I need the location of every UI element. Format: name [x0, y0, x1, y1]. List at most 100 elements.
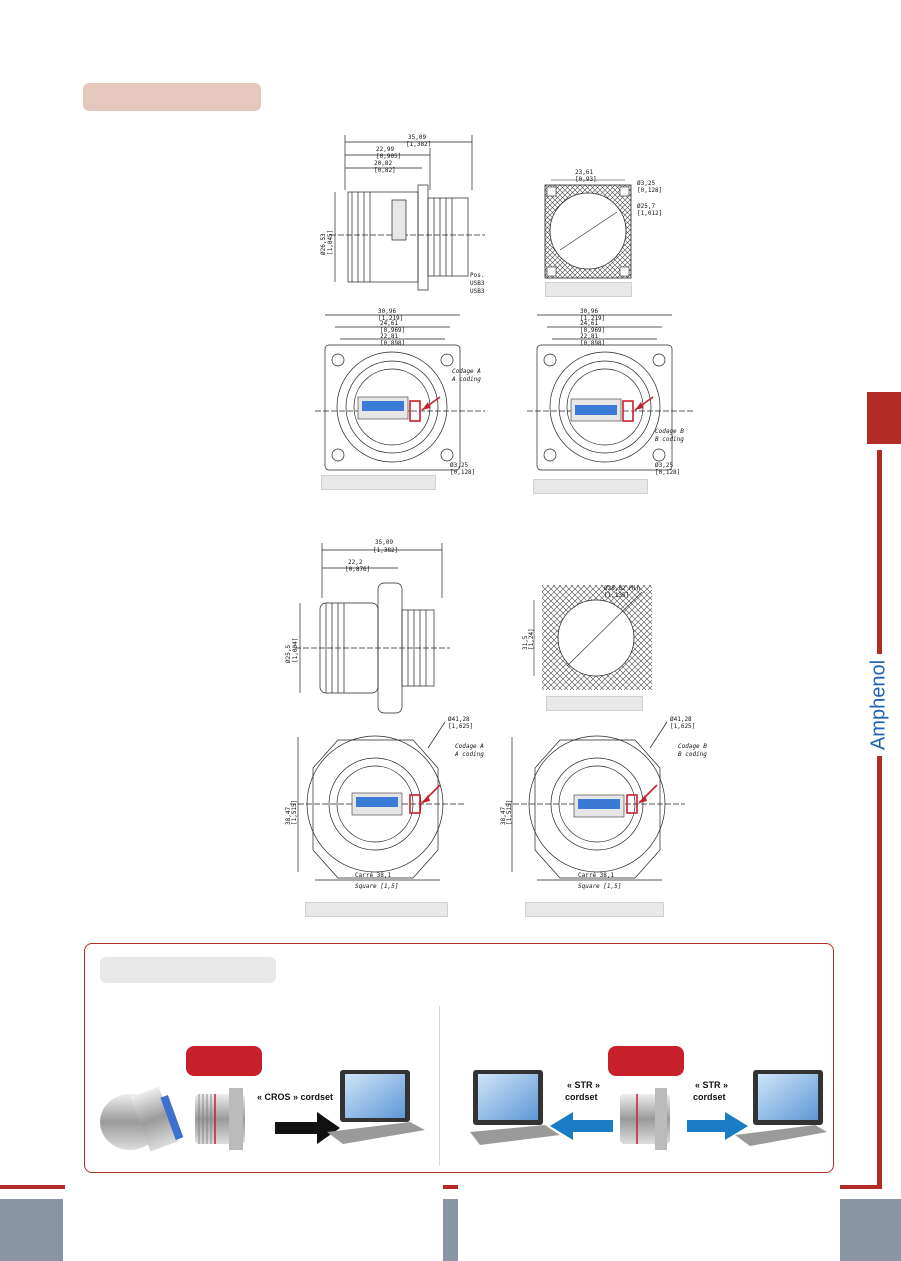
svg-text:[1,24]: [1,24] — [528, 628, 535, 650]
svg-text:[0,898]: [0,898] — [380, 340, 405, 347]
side-tab — [867, 392, 901, 444]
footer-line — [0, 1185, 65, 1189]
svg-text:[1,045]: [1,045] — [327, 230, 334, 255]
usage-divider — [439, 1006, 440, 1166]
laptop-icon — [470, 1070, 560, 1145]
red-badge — [608, 1046, 684, 1076]
svg-text:B coding: B coding — [678, 751, 707, 758]
panel-cutout-2-drawing: Ø28,82 Min [1,135] 31,5 [1,24] — [512, 580, 662, 700]
footer-line — [840, 1185, 882, 1189]
svg-text:[1,625]: [1,625] — [670, 723, 695, 730]
svg-text:24,61: 24,61 — [580, 320, 598, 327]
receptacle-icon — [195, 1088, 245, 1150]
svg-text:[0,969]: [0,969] — [380, 327, 405, 334]
svg-text:Pos.: Pos. — [470, 272, 484, 279]
svg-text:[1,012]: [1,012] — [637, 210, 662, 217]
svg-text:Ø41,28: Ø41,28 — [670, 716, 692, 723]
svg-text:Codage A: Codage A — [452, 368, 481, 375]
svg-text:Ø3,25: Ø3,25 — [637, 180, 655, 187]
footer-line — [443, 1185, 458, 1189]
red-badge — [186, 1046, 262, 1076]
connector-side-view-2-drawing: 35,09 [1,382] 22,2 [0,876] Ø25,5 [1,004] — [280, 538, 460, 718]
svg-text:22,99: 22,99 — [376, 146, 394, 153]
svg-text:[0,128]: [0,128] — [637, 187, 662, 194]
svg-text:Ø28,82 Min: Ø28,82 Min — [604, 585, 641, 592]
svg-text:Carré 38,1: Carré 38,1 — [355, 872, 392, 879]
svg-text:[1,004]: [1,004] — [292, 638, 299, 663]
svg-text:Square [1,5]: Square [1,5] — [578, 883, 621, 890]
svg-text:22,2: 22,2 — [348, 559, 363, 566]
footer-block — [840, 1199, 901, 1261]
svg-text:22,81: 22,81 — [380, 333, 398, 340]
svg-text:31,5: 31,5 — [522, 635, 529, 650]
svg-text:Ø3,25: Ø3,25 — [450, 462, 468, 469]
brand-logo: Amphenol — [849, 650, 901, 760]
connector-side-view-drawing: 35,09 [1,382] 22,99 [0,905] 20,82 [0,82]… — [300, 130, 500, 300]
caption-bar — [321, 475, 436, 490]
receptacle-icon — [620, 1088, 670, 1150]
svg-text:20,82: 20,82 — [374, 160, 392, 167]
svg-text:Square [1,5]: Square [1,5] — [355, 883, 398, 890]
svg-text:Ø25,5: Ø25,5 — [285, 645, 292, 663]
front-view-2-coding-a-drawing: Ø41,28 [1,625] Codage A A coding 38,47 [… — [280, 700, 510, 895]
svg-text:38,47: 38,47 — [285, 807, 292, 825]
caption-bar — [525, 902, 664, 917]
front-view-coding-a-drawing: 30,96 [1,219] 24,61 [0,969] 22,81 [0,898… — [310, 305, 490, 480]
svg-text:Ø41,28: Ø41,28 — [448, 716, 470, 723]
svg-text:Ø3,25: Ø3,25 — [655, 462, 673, 469]
side-bar — [877, 450, 882, 1185]
svg-text:35,09: 35,09 — [375, 539, 393, 546]
svg-text:Codage B: Codage B — [655, 428, 684, 435]
svg-text:« CROS » cordset: « CROS » cordset — [257, 1092, 333, 1102]
svg-text:35,09: 35,09 — [408, 134, 426, 141]
svg-text:30,96: 30,96 — [378, 308, 396, 315]
svg-text:23,61: 23,61 — [575, 169, 593, 176]
svg-text:Ø26,53: Ø26,53 — [320, 233, 327, 255]
svg-text:USB3: USB3 — [470, 288, 485, 295]
svg-text:[0,93]: [0,93] — [575, 176, 597, 183]
caption-bar — [545, 282, 632, 297]
svg-text:B coding: B coding — [655, 436, 684, 443]
svg-text:[1,625]: [1,625] — [448, 723, 473, 730]
caption-bar — [305, 902, 448, 917]
svg-text:[1,382]: [1,382] — [373, 547, 398, 554]
svg-text:[1,515]: [1,515] — [291, 800, 298, 825]
cros-usage-illustration: « CROS » cordset — [95, 1060, 435, 1160]
svg-text:38,47: 38,47 — [500, 807, 507, 825]
svg-text:cordset: cordset — [693, 1092, 726, 1102]
svg-text:[0,898]: [0,898] — [580, 340, 605, 347]
svg-text:[0,969]: [0,969] — [580, 327, 605, 334]
caption-bar — [533, 479, 648, 494]
section-header-pill — [83, 83, 261, 111]
svg-text:[1,382]: [1,382] — [406, 141, 431, 148]
svg-text:Codage B: Codage B — [678, 743, 707, 750]
svg-text:USB3: USB3 — [470, 280, 485, 287]
svg-text:A coding: A coding — [454, 751, 484, 758]
laptop-icon — [327, 1070, 425, 1144]
svg-text:[1,219]: [1,219] — [378, 315, 403, 322]
panel-cutout-drawing: 23,61 [0,93] Ø3,25 [0,128] Ø25,7 [1,012] — [535, 160, 675, 285]
laptop-icon — [735, 1070, 827, 1146]
svg-text:Carré 38,1: Carré 38,1 — [578, 872, 615, 879]
svg-text:[0,128]: [0,128] — [655, 469, 680, 476]
usage-box — [84, 943, 834, 1173]
svg-text:[0,82]: [0,82] — [374, 167, 396, 174]
svg-text:Ø25,7: Ø25,7 — [637, 203, 655, 210]
caption-bar — [546, 696, 643, 711]
protective-cap-icon — [100, 1086, 184, 1152]
svg-text:[1,515]: [1,515] — [506, 800, 513, 825]
svg-text:30,96: 30,96 — [580, 308, 598, 315]
svg-text:« STR »: « STR » — [567, 1080, 600, 1090]
svg-text:22,81: 22,81 — [580, 333, 598, 340]
svg-text:« STR »: « STR » — [695, 1080, 728, 1090]
svg-text:[1,135]: [1,135] — [604, 592, 629, 599]
front-view-coding-b-drawing: 30,96 [1,219] 24,61 [0,969] 22,81 [0,898… — [525, 305, 705, 480]
svg-text:[1,219]: [1,219] — [580, 315, 605, 322]
footer-block — [0, 1199, 63, 1261]
svg-text:[0,905]: [0,905] — [376, 153, 401, 160]
svg-text:24,61: 24,61 — [380, 320, 398, 327]
svg-text:A coding: A coding — [451, 376, 481, 383]
footer-block — [443, 1199, 458, 1261]
str-usage-illustration: « STR » cordset « STR » cordset — [465, 1060, 830, 1160]
svg-text:[0,876]: [0,876] — [345, 566, 370, 573]
